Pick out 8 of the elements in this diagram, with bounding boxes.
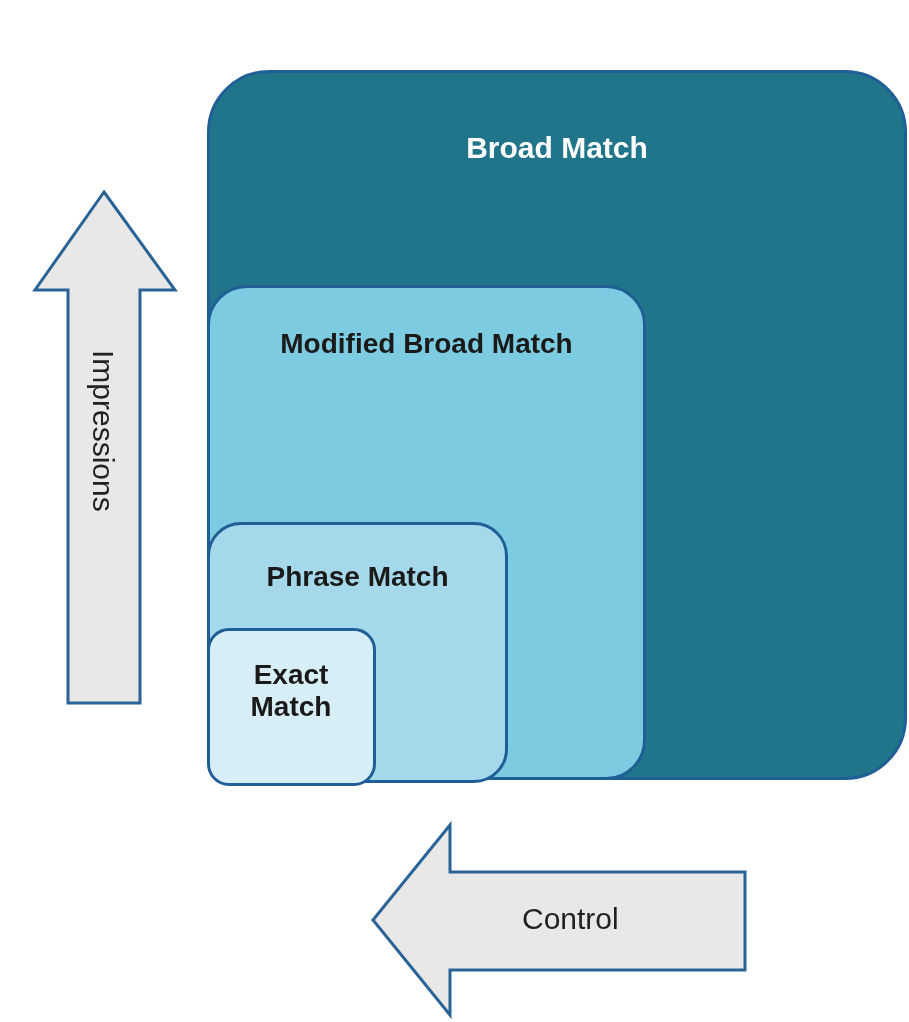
match-box xyxy=(207,628,376,786)
arrow-label: Impressions xyxy=(86,350,120,512)
box-title: Broad Match xyxy=(465,131,649,166)
box-title: Phrase Match xyxy=(265,561,450,594)
arrow-label: Control xyxy=(522,902,619,936)
match-box xyxy=(207,522,508,783)
box-title: Modified Broad Match xyxy=(279,328,574,361)
box-title: Exact Match xyxy=(249,659,333,724)
